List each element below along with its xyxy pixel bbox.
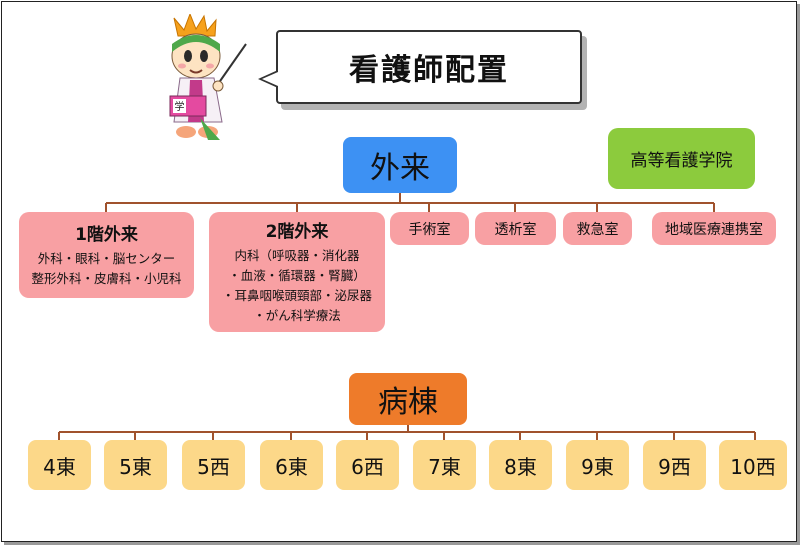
ward-item: 9東 [566, 440, 629, 490]
mascot-illustration: 学 [169, 14, 247, 140]
ward-item: 9西 [643, 440, 706, 490]
outpatient-floor1-title: 1階外来 [75, 225, 138, 245]
ward-item: 7東 [413, 440, 476, 490]
ward-item: 8東 [489, 440, 552, 490]
ward-item: 10西 [719, 440, 787, 490]
outpatient-node: 外来 [343, 137, 457, 193]
unit-operating-room: 手術室 [390, 212, 469, 245]
outpatient-floor1-node: 1階外来 外科・眼科・脳センター 整形外科・皮膚科・小児科 [19, 212, 194, 298]
outpatient-floor2-title: 2階外来 [265, 222, 329, 242]
nursing-school-node: 高等看護学院 [608, 128, 755, 189]
outpatient-floor2-line: ・耳鼻咽喉頭頸部・泌尿器 [221, 288, 372, 303]
page-title: 看護師配置 [276, 30, 582, 104]
ward-item: 6東 [260, 440, 323, 490]
outpatient-floor2-line: ・血液・循環器・腎臓） [228, 268, 366, 283]
ward-item: 6西 [336, 440, 399, 490]
wards-node: 病棟 [349, 373, 467, 425]
ward-item: 4東 [28, 440, 91, 490]
outpatient-floor2-line: ・がん科学療法 [253, 308, 341, 323]
unit-emergency-room: 救急室 [563, 212, 632, 245]
ward-item: 5西 [182, 440, 245, 490]
outpatient-floor2-node: 2階外来 内科（呼吸器・消化器 ・血液・循環器・腎臓） ・耳鼻咽喉頭頸部・泌尿器… [209, 212, 385, 332]
svg-text:学: 学 [175, 100, 185, 113]
outpatient-floor1-line: 整形外科・皮膚科・小児科 [31, 271, 182, 286]
outpatient-floor2-line: 内科（呼吸器・消化器 [234, 248, 360, 263]
title-callout-tail-inner [262, 72, 278, 86]
ward-item: 5東 [104, 440, 167, 490]
outpatient-floor1-line: 外科・眼科・脳センター [37, 251, 176, 266]
unit-regional-liaison-room: 地域医療連携室 [652, 212, 776, 245]
unit-dialysis-room: 透析室 [475, 212, 556, 245]
